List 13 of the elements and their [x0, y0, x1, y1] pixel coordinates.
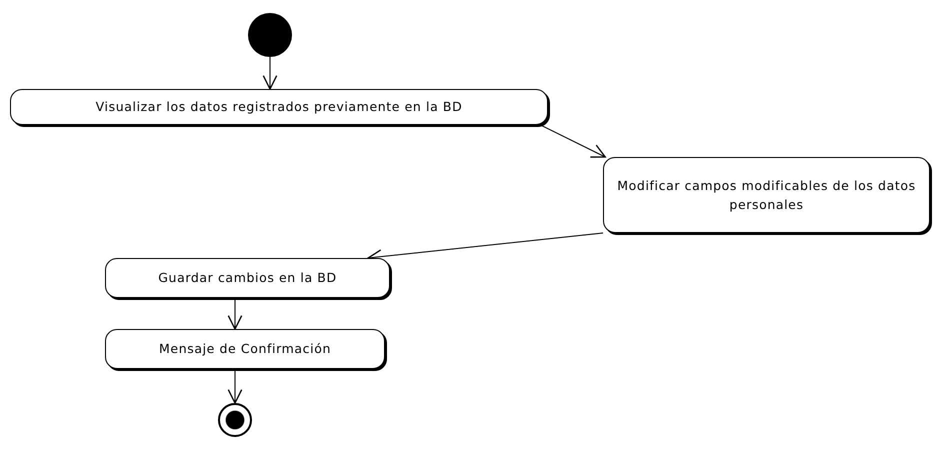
final-node — [218, 403, 252, 437]
arrow — [228, 368, 242, 404]
action-box — [10, 89, 548, 125]
action-text: Mensaje de Confirmación — [159, 340, 331, 358]
action-box — [105, 258, 390, 298]
action-text: Guardar cambios en la BD — [158, 269, 337, 288]
arrow — [228, 298, 242, 330]
initial-node — [248, 13, 292, 57]
action-box — [105, 329, 385, 369]
arrow — [262, 56, 278, 90]
action-box — [603, 157, 930, 233]
action-text: Visualizar los datos registrados previamente en la BD — [96, 98, 462, 116]
action-text: Modificar campos modificables de los datos personales — [616, 176, 917, 214]
